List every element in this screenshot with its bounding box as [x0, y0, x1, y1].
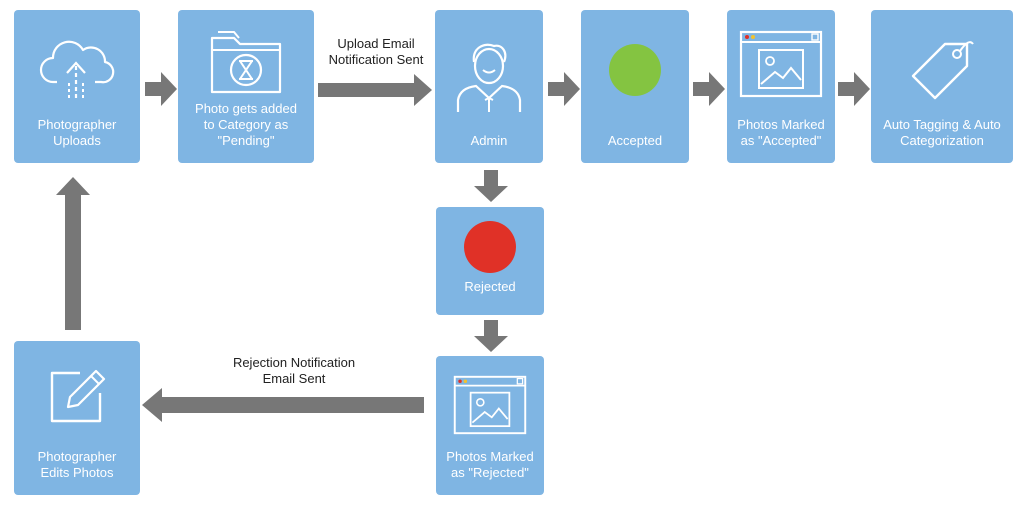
- edge-label-rejection-email: Rejection Notification Email Sent: [232, 355, 356, 386]
- arrow-admin-to-rejected: [474, 170, 508, 202]
- arrow-marked-rejected-to-edits: [142, 388, 424, 422]
- browser-image-icon: [453, 375, 527, 435]
- arrow-pending-to-admin: [318, 74, 432, 106]
- tag-icon: [911, 41, 974, 100]
- node-photographer-edits: Photographer Edits Photos: [14, 341, 140, 495]
- node-admin: Admin: [435, 10, 543, 163]
- node-photos-marked-accepted: Photos Marked as "Accepted": [727, 10, 835, 163]
- red-status-dot: [464, 221, 516, 273]
- node-label: Auto Tagging & Auto Categorization: [883, 117, 1001, 148]
- arrow-accepted-to-marked: [693, 72, 725, 106]
- cloud-upload-icon: [39, 40, 115, 98]
- green-status-dot: [609, 44, 661, 96]
- node-label: Photos Marked as "Accepted": [737, 117, 825, 148]
- node-auto-tagging: Auto Tagging & Auto Categorization: [871, 10, 1013, 163]
- arrow-admin-to-accepted: [548, 72, 580, 106]
- arrow-edits-to-upload: [56, 177, 90, 330]
- node-label: Photo gets added to Category as "Pending…: [195, 101, 297, 148]
- edge-label-upload-email: Upload Email Notification Sent: [328, 36, 424, 67]
- arrow-rejected-to-marked: [474, 320, 508, 352]
- edit-icon: [50, 369, 106, 423]
- folder-hourglass-icon: [210, 31, 282, 94]
- node-rejected: Rejected: [436, 207, 544, 315]
- node-label: Photographer Edits Photos: [37, 449, 117, 480]
- node-label: Photographer Uploads: [37, 117, 117, 148]
- node-photos-marked-rejected: Photos Marked as "Rejected": [436, 356, 544, 495]
- node-label: Admin: [470, 133, 508, 148]
- node-photo-pending: Photo gets added to Category as "Pending…: [178, 10, 314, 163]
- node-photographer-uploads: Photographer Uploads: [14, 10, 140, 163]
- arrow-marked-to-tagging: [838, 72, 870, 106]
- node-label: Rejected: [464, 279, 516, 294]
- browser-image-icon: [739, 30, 823, 98]
- node-label: Photos Marked as "Rejected": [446, 449, 534, 480]
- arrow-upload-to-pending: [145, 72, 177, 106]
- node-label: Accepted: [607, 133, 663, 148]
- node-accepted: Accepted: [581, 10, 689, 163]
- admin-person-icon: [456, 43, 522, 112]
